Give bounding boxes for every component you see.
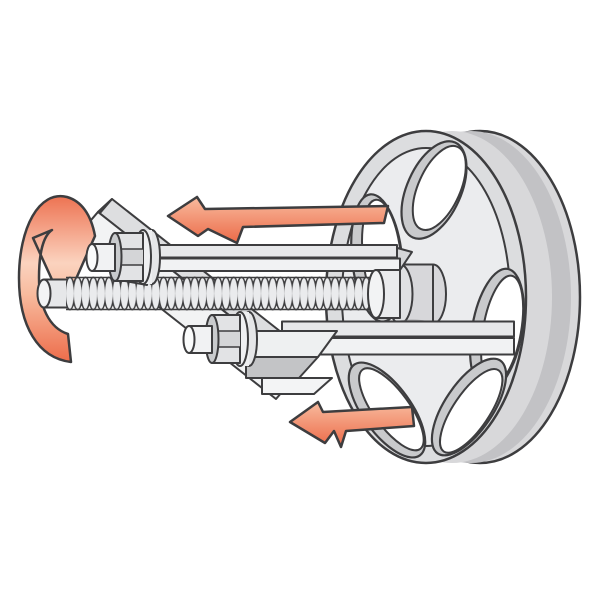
pull-direction-arrow-bottom — [288, 400, 416, 449]
lower-bolt-head-cap — [182, 325, 196, 354]
lower-puller-arm — [275, 320, 515, 356]
lower-arm-far-bar — [281, 320, 515, 338]
screw-threads — [66, 276, 380, 311]
upper-puller-arm — [111, 244, 413, 272]
forcing-screw — [36, 269, 401, 319]
pull-direction-arrow-top — [166, 195, 390, 245]
wheel-cutout-bottom-right — [430, 357, 508, 457]
lower-arm-end-underside — [245, 356, 319, 379]
screw-collar-face — [367, 269, 385, 319]
lower-bolt — [182, 311, 258, 367]
upper-bolt-head-cap — [85, 243, 99, 272]
upper-bolt — [85, 229, 161, 286]
lower-arm-near-ends — [245, 330, 338, 395]
lower-arm-end-lower — [261, 377, 333, 395]
wheel-cutout-top — [400, 140, 468, 240]
screw-end-cap — [36, 278, 52, 309]
